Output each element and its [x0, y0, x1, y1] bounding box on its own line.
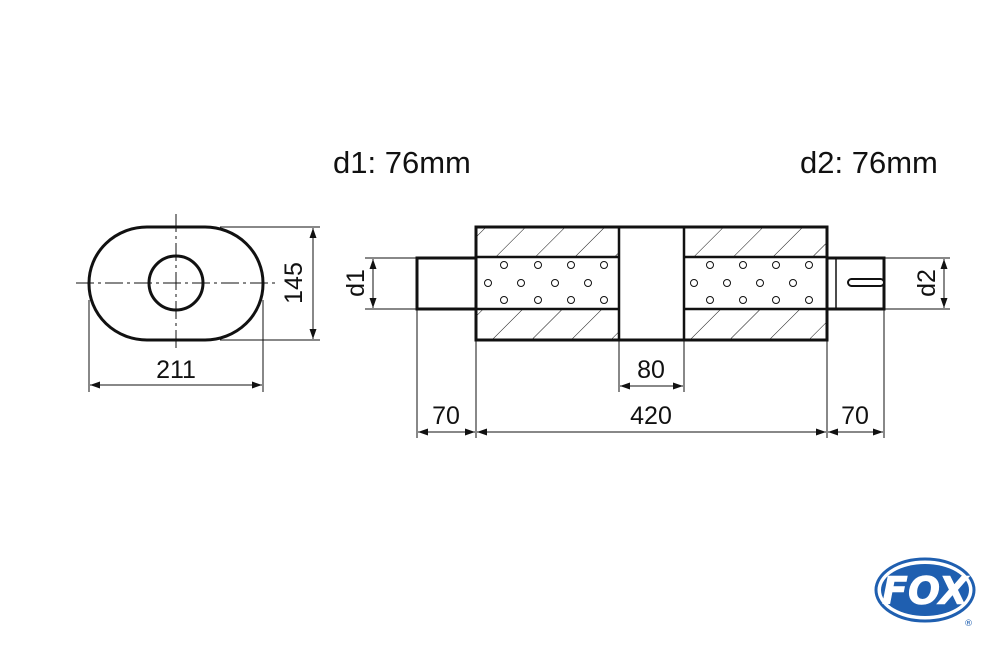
- d1-symbol: d1: [342, 269, 370, 297]
- perforation-hole: [706, 261, 714, 269]
- d2-heading: d2: 76mm: [800, 145, 938, 180]
- perforation-hole: [500, 296, 508, 304]
- perforation-hole: [517, 279, 525, 287]
- perforation-hole: [484, 279, 492, 287]
- oval-width-label: 211: [156, 356, 196, 384]
- insulation-bottom-left: [476, 309, 619, 340]
- perforation-hole: [723, 279, 731, 287]
- fox-logo: FOX ®: [874, 557, 976, 629]
- center-chamber-label: 80: [637, 356, 665, 384]
- registered-mark: ®: [964, 619, 973, 629]
- inlet-pipe: [415, 256, 478, 311]
- perforation-hole: [805, 261, 813, 269]
- insulation-top-right: [684, 227, 827, 257]
- perforation-holes: [484, 261, 813, 304]
- perforation-hole: [706, 296, 714, 304]
- perforation-hole: [772, 261, 780, 269]
- perforation-hole: [600, 261, 608, 269]
- oval-cross-section: 211 145: [76, 214, 320, 392]
- inlet-length-label: 70: [432, 402, 460, 430]
- outlet-slot: [847, 278, 885, 287]
- perforation-hole: [500, 261, 508, 269]
- d1-heading: d1: 76mm: [333, 145, 471, 180]
- perforation-hole: [534, 261, 542, 269]
- perforation-hole: [567, 261, 575, 269]
- perforation-hole: [789, 279, 797, 287]
- body-length-label: 420: [630, 402, 672, 430]
- perforation-hole: [739, 296, 747, 304]
- insulation-bottom-right: [684, 309, 827, 340]
- outlet-length-label: 70: [841, 402, 869, 430]
- perforation-hole: [772, 296, 780, 304]
- perforation-hole: [567, 296, 575, 304]
- logo-text: FOX: [882, 569, 970, 613]
- perforation-hole: [551, 279, 559, 287]
- perforation-hole: [584, 279, 592, 287]
- perforation-hole: [534, 296, 542, 304]
- perforation-hole: [600, 296, 608, 304]
- perforation-hole: [805, 296, 813, 304]
- insulation-top-left: [476, 227, 619, 257]
- perforation-hole: [756, 279, 764, 287]
- muffler-side-view: d1 d2 80 70 420 70: [342, 225, 950, 438]
- perforation-hole: [739, 261, 747, 269]
- perforation-hole: [690, 279, 698, 287]
- center-chamber: [617, 225, 686, 342]
- d2-symbol: d2: [913, 269, 941, 297]
- oval-height-label: 145: [280, 262, 308, 304]
